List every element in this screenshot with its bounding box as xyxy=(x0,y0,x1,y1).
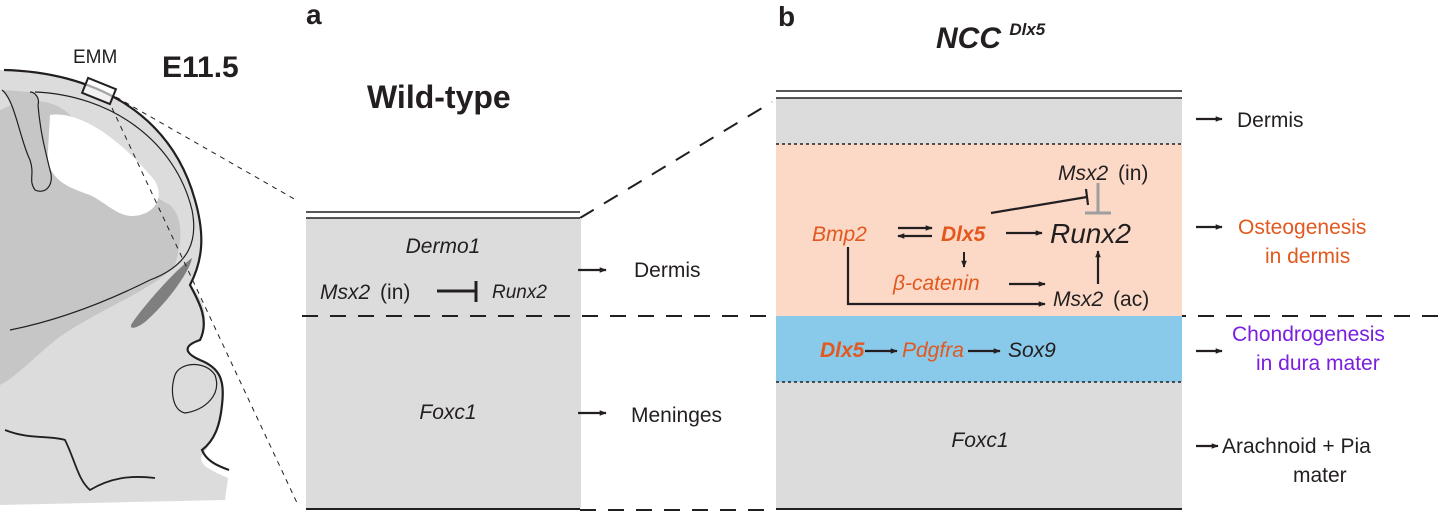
ncc-meninges-layer xyxy=(776,382,1182,509)
projection-line-a-to-b-upper xyxy=(579,101,773,219)
ncc-runx2: Runx2 xyxy=(1050,218,1131,249)
ncc-msx2-ac: Msx2 (ac) xyxy=(1053,288,1149,311)
wt-dermis-outcome: Dermis xyxy=(634,259,701,282)
ncc-dermis-outcome: Dermis xyxy=(1237,109,1304,132)
arachnoid-pia-outcome-line1: Arachnoid + Pia xyxy=(1222,435,1371,458)
bmp2-to-msx2-ac-arrow xyxy=(846,247,1046,307)
ncc-bmp2: Bmp2 xyxy=(812,223,867,246)
wt-msx2-gene: Msx2 xyxy=(320,281,370,304)
skin-line xyxy=(3,68,230,472)
ncc-msx2-ac-gene: Msx2 xyxy=(1053,288,1103,311)
ncc-chondro-layer xyxy=(776,316,1182,382)
head-schematic: EMM E11.5 xyxy=(0,47,239,505)
ncc-msx2-in-gene: Msx2 xyxy=(1058,162,1108,185)
chondrogenesis-outcome-line1: Chondrogenesis xyxy=(1232,323,1385,346)
ncc-dlx5: Dlx5 xyxy=(941,223,986,246)
ncc-osteo-layer xyxy=(776,144,1182,316)
ncc-msx2-in: Msx2 (in) xyxy=(1058,162,1148,185)
emm-box xyxy=(80,76,118,106)
stage-label: E11.5 xyxy=(162,51,239,84)
panel-b-title-superscript: Dlx5 xyxy=(1009,20,1045,39)
ncc-msx2-ac-suffix: (ac) xyxy=(1113,288,1149,311)
panel-b-title: NCC Dlx5 xyxy=(936,20,1046,55)
wt-msx2-suffix: (in) xyxy=(380,281,410,304)
ventricle xyxy=(47,114,159,216)
ncc-msx2-in-suffix: (in) xyxy=(1118,162,1148,185)
arachnoid-pia-outcome-line2: mater xyxy=(1293,464,1347,487)
eye-outline xyxy=(171,363,218,414)
emm-label: EMM xyxy=(73,47,117,68)
wt-foxc1-gene: Foxc1 xyxy=(419,401,476,424)
brain-fold xyxy=(1,89,52,192)
wt-tissue-block xyxy=(306,218,581,508)
ncc-pdgfra: Pdgfra xyxy=(902,339,964,362)
osteogenesis-outcome-line2: in dermis xyxy=(1265,245,1350,268)
osteogenesis-outcome-line1: Osteogenesis xyxy=(1238,216,1366,239)
ncc-dermis-layer xyxy=(776,98,1182,144)
panel-b-letter: b xyxy=(778,1,795,32)
projection-line-lower xyxy=(111,107,299,506)
wt-dermo1-gene: Dermo1 xyxy=(406,235,481,258)
dlx5-to-msx2-in-line xyxy=(990,195,1088,215)
wt-meninges-outcome: Meninges xyxy=(631,404,722,427)
ncc-bcatenin: β-catenin xyxy=(892,272,980,295)
ganglion xyxy=(130,258,192,328)
panel-a-title: Wild-type xyxy=(367,79,511,115)
zoom-projection-lines xyxy=(111,96,775,511)
membrane-line xyxy=(9,91,195,331)
wt-runx2-target: Runx2 xyxy=(492,282,547,303)
panel-b-title-main: NCC xyxy=(936,22,1002,55)
panel-a: a Wild-type Dermo1 Msx2 (in) Runx2 Dermi… xyxy=(302,0,1440,510)
chondrogenesis-outcome-line2: in dura mater xyxy=(1256,352,1380,375)
ncc-foxc1: Foxc1 xyxy=(951,429,1008,452)
panel-b: b NCC Dlx5 Msx2 (in) Bmp2 Dlx5 Runx2 β-c xyxy=(776,1,1385,510)
projection-line-upper xyxy=(115,96,297,201)
wt-msx2-inhibitor: Msx2 (in) xyxy=(320,281,410,304)
ncc-chondro-dlx5: Dlx5 xyxy=(820,339,865,362)
panel-a-letter: a xyxy=(306,0,322,30)
ncc-sox9: Sox9 xyxy=(1008,339,1056,362)
jaw-line xyxy=(4,429,156,492)
dlx5-to-msx2-in-bar xyxy=(1084,188,1090,206)
